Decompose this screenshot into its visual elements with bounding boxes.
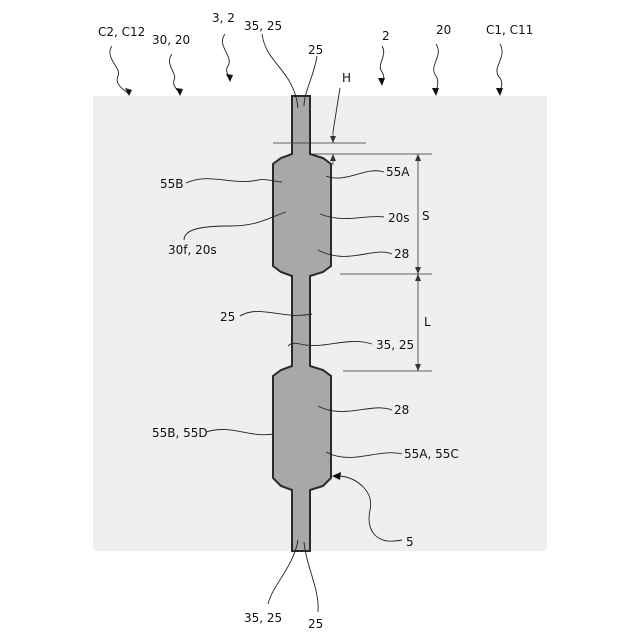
- label-25-bottom: 25: [308, 617, 323, 631]
- label-25-top: 25: [308, 43, 323, 57]
- label-h: H: [342, 71, 351, 85]
- label-5: 5: [406, 535, 414, 549]
- label-55b-55d: 55B, 55D: [152, 426, 208, 440]
- label-30f-20s: 30f, 20s: [168, 243, 217, 257]
- label-55a: 55A: [386, 165, 410, 179]
- label-30-20: 30, 20: [152, 33, 190, 47]
- label-35-25-top: 35, 25: [244, 19, 282, 33]
- label-35-25-mid: 35, 25: [376, 338, 414, 352]
- label-s: S: [422, 209, 430, 223]
- label-35-25-bottom: 35, 25: [244, 611, 282, 625]
- label-c1-c11: C1, C11: [486, 23, 533, 37]
- label-20: 20: [436, 23, 451, 37]
- label-2: 2: [382, 29, 390, 43]
- label-3-2: 3, 2: [212, 11, 235, 25]
- label-55a-55c: 55A, 55C: [404, 447, 459, 461]
- label-l: L: [424, 315, 431, 329]
- label-28-lower: 28: [394, 403, 409, 417]
- label-25-mid: 25: [220, 310, 235, 324]
- leader-25-bottom: [304, 542, 318, 612]
- label-20s: 20s: [388, 211, 410, 225]
- label-55b: 55B: [160, 177, 184, 191]
- label-c2-c12: C2, C12: [98, 25, 145, 39]
- label-28-upper: 28: [394, 247, 409, 261]
